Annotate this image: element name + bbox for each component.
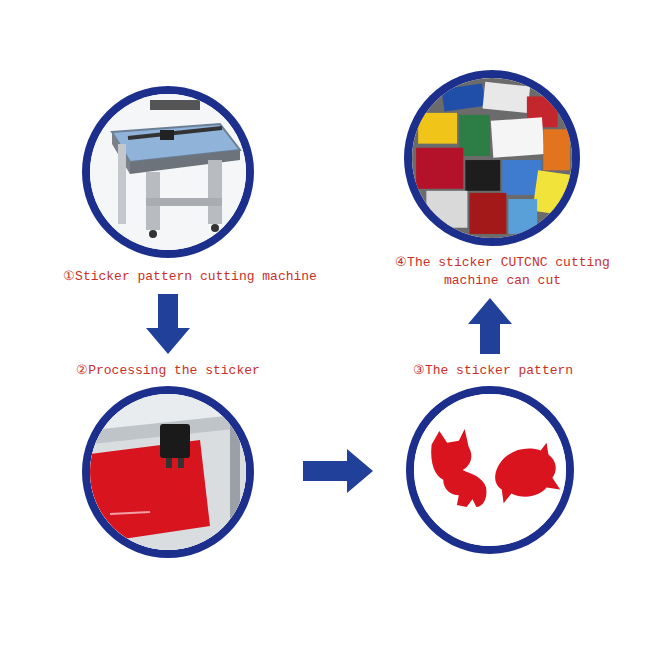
cutting-machine-illustration bbox=[90, 94, 246, 250]
step-node: ③The sticker pattern bbox=[398, 362, 588, 554]
sticker-collage-illustration bbox=[412, 78, 572, 238]
sticker-pattern-illustration bbox=[414, 394, 566, 546]
block-arrow bbox=[468, 298, 512, 354]
block-arrow bbox=[146, 294, 190, 354]
step-label: ④The sticker CUTCNC cutting machine can … bbox=[385, 254, 620, 290]
photo-circle bbox=[82, 86, 254, 258]
step-label: ③The sticker pattern bbox=[398, 362, 588, 380]
photo-circle bbox=[404, 70, 580, 246]
processing-illustration bbox=[90, 394, 246, 550]
step-label: ②Processing the sticker bbox=[58, 362, 278, 380]
step-node: ④The sticker CUTCNC cutting machine can … bbox=[385, 70, 620, 290]
photo-circle bbox=[406, 386, 574, 554]
step-label: ①Sticker pattern cutting machine bbox=[40, 268, 340, 286]
step-node: ②Processing the sticker bbox=[58, 362, 278, 558]
step-node: ①Sticker pattern cutting machine bbox=[40, 86, 340, 286]
block-arrow bbox=[303, 449, 373, 493]
photo-circle bbox=[82, 386, 254, 558]
